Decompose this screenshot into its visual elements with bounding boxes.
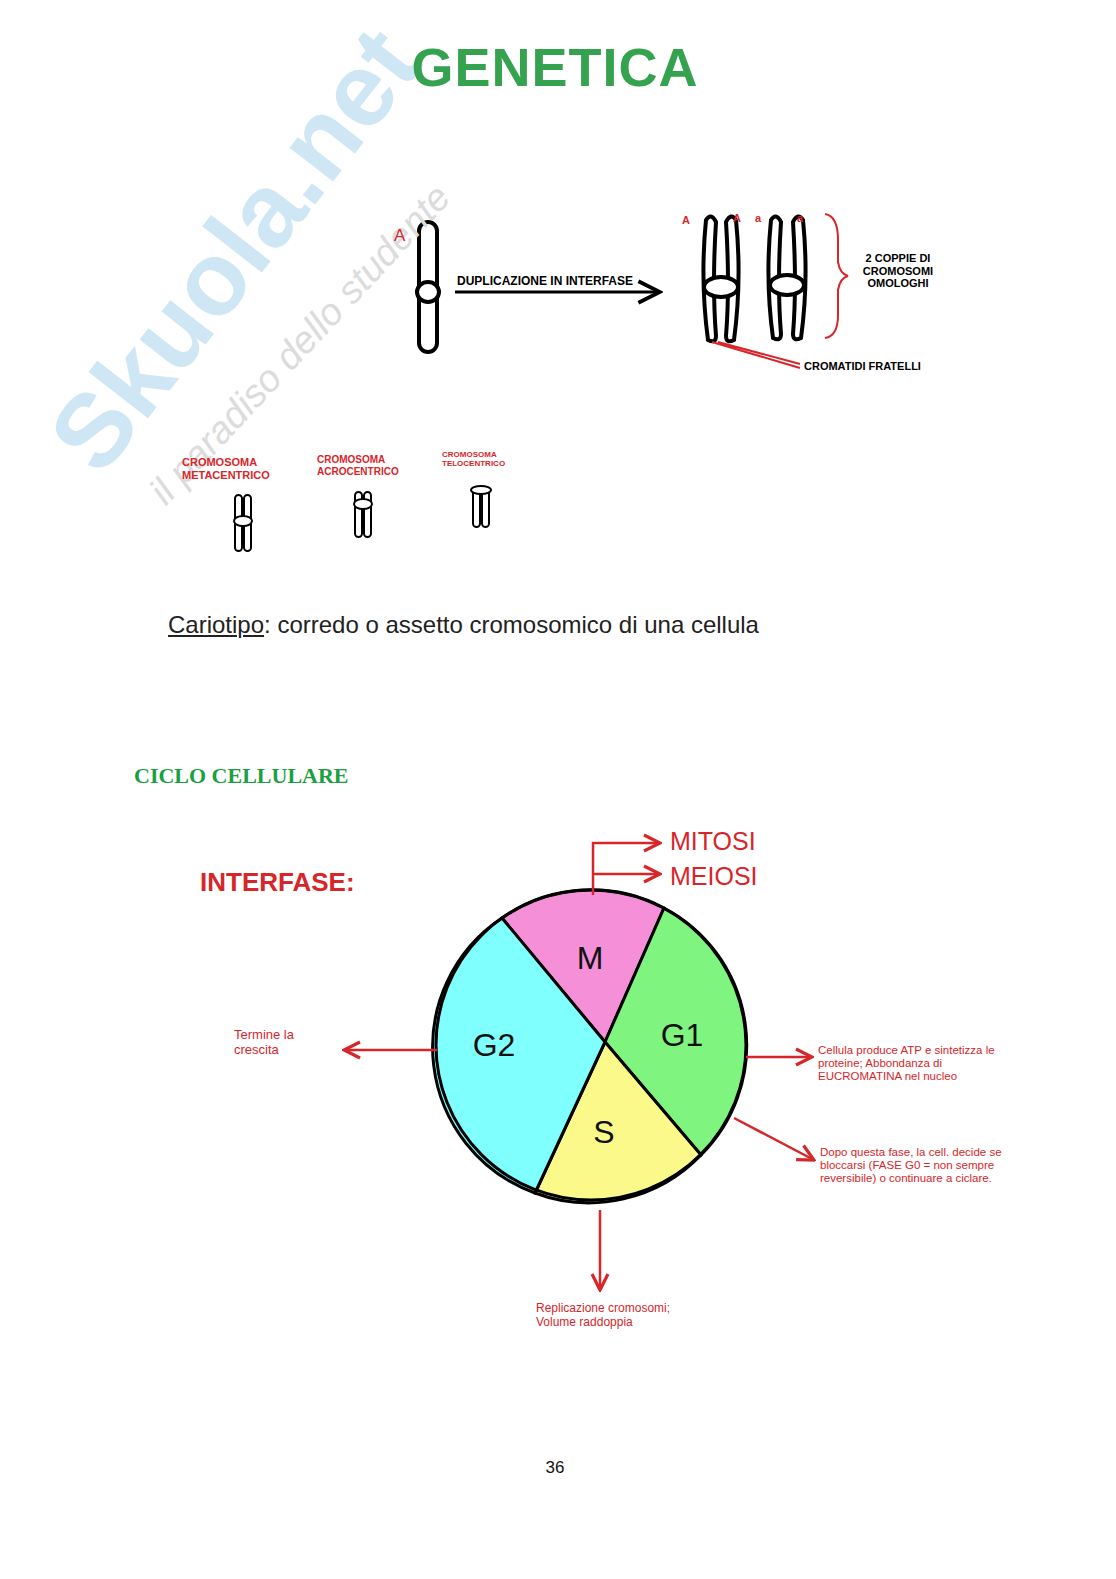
allele-label: A <box>733 212 741 225</box>
chromosome-types <box>234 486 491 551</box>
phase-label: G2 <box>473 1027 516 1064</box>
annotation: Replicazione cromosomi; Volume raddoppia <box>536 1302 696 1330</box>
type-label: CROMOSOMA METACENTRICO <box>182 456 294 481</box>
cell-cycle-pie <box>433 890 747 1203</box>
annotation: MEIOSI <box>670 862 758 891</box>
cycle-phase: G1 <box>655 1013 710 1058</box>
phase-label: S <box>593 1114 614 1151</box>
phase-heading: INTERFASE: <box>200 868 355 898</box>
annotation: Cellula produce ATP e sintetizza le prot… <box>818 1044 996 1084</box>
phase-label: G1 <box>661 1017 704 1054</box>
annotation-arrows <box>344 843 814 1290</box>
page-title: GENETICA <box>411 36 698 98</box>
bracket <box>825 214 848 338</box>
cycle-phase: M <box>571 936 610 981</box>
type-label: CROMOSOMA TELOCENTRICO <box>442 450 538 468</box>
arrow <box>455 291 660 294</box>
type-label: CROMOSOMA ACROCENTRICO <box>317 454 417 477</box>
allele-label: A <box>682 214 690 227</box>
cycle-phase: G2 <box>467 1023 522 1068</box>
arrow-label: DUPLICAZIONE IN INTERFASE <box>457 275 633 289</box>
term: Cariotipo <box>168 611 264 639</box>
section-heading: CICLO CELLULARE <box>134 763 349 788</box>
bracket-label: 2 COPPIE DI CROMOSOMI OMOLOGHI <box>852 252 944 290</box>
page-number: 36 <box>546 1458 565 1478</box>
annotation: Termine la crescita <box>234 1028 326 1058</box>
cycle-phase: S <box>587 1110 620 1155</box>
definition: : corredo o assetto cromosomico di una c… <box>264 611 759 639</box>
phase-label: M <box>577 940 604 977</box>
leader-label: CROMATIDI FRATELLI <box>804 360 921 373</box>
allele-label: a <box>797 212 803 225</box>
duplicated-chromosomes <box>703 216 805 341</box>
annotation: MITOSI <box>670 827 756 856</box>
leader-line <box>712 342 800 368</box>
allele-label: a <box>755 212 761 225</box>
allele-label: A <box>394 226 405 246</box>
annotation: Dopo questa fase, la cell. decide se blo… <box>820 1146 1020 1186</box>
